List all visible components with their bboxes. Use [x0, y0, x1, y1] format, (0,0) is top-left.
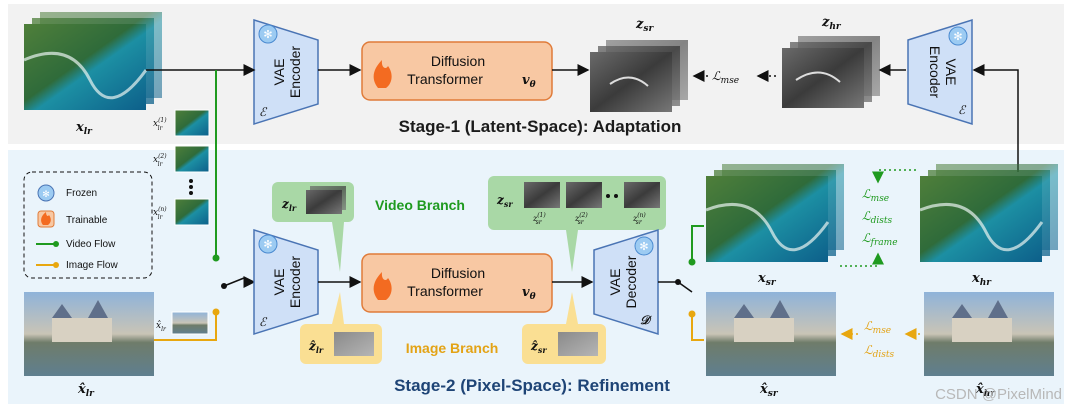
frame-thumbnails [174, 109, 210, 226]
image-branch-title: Image Branch [406, 340, 499, 356]
image-sample-thumb [171, 311, 209, 335]
frame1-label: x(1)lr [153, 117, 167, 132]
svg-text:VAE: VAE [271, 269, 287, 296]
video-output-dot [688, 258, 696, 266]
legend-trainable: Trainable [66, 215, 108, 226]
stage1-vae-encoder: VAE Encoder ℰ [253, 18, 319, 126]
video-branch-title: Video Branch [375, 197, 465, 213]
svg-text:𝒟: 𝒟 [640, 313, 652, 327]
zlr-label: zlr [281, 197, 297, 213]
xhr-label: xhr [971, 271, 992, 288]
video-output-flow [691, 225, 704, 262]
video-flow-dot [212, 254, 220, 262]
stage2-xhat-hr-image [924, 292, 1054, 376]
stage2-vae-decoder: VAE Decoder 𝒟 [593, 228, 659, 336]
video-loss-arrow-top [872, 169, 916, 184]
image-flow-line [154, 312, 217, 341]
legend-frozen: Frozen [66, 188, 97, 199]
stage2-xhr-video [919, 164, 1058, 262]
svg-text:VAE: VAE [943, 59, 959, 86]
svg-text:VAE: VAE [271, 59, 287, 86]
svg-text:Encoder: Encoder [927, 46, 943, 98]
stage1-input-video [23, 12, 162, 110]
arrow-hr-to-right-encoder [972, 64, 1019, 172]
stage2-image-input [24, 292, 154, 376]
snowflake-icon: ✻ [948, 26, 968, 46]
legend-image-flow: Image Flow [66, 260, 118, 271]
stage1-zsr-label: zsr [635, 17, 654, 34]
legend: ✻ Frozen Trainable Video Flow Image Flow [23, 171, 153, 279]
stage2-xsr-video [705, 164, 844, 262]
callout-zhat-lr [300, 292, 382, 364]
svg-text:Diffusion: Diffusion [431, 265, 485, 281]
snowflake-icon: ✻ [258, 234, 278, 254]
stage2-title: Stage-2 (Pixel-Space): Refinement [394, 376, 670, 395]
svg-text:✻: ✻ [953, 31, 962, 43]
stage2-xhat-sr-image [706, 292, 836, 376]
legend-video-flow: Video Flow [66, 239, 116, 250]
frame2-label: x(2)lr [153, 153, 167, 168]
frame-n-label: x(n)lr [153, 206, 167, 221]
zhat-lr-label: ẑlr [308, 339, 324, 355]
svg-text:vθ: vθ [522, 73, 536, 90]
svg-text:✻: ✻ [639, 241, 648, 253]
svg-text:Transformer: Transformer [407, 283, 483, 299]
watermark: CSDN @PixelMind [935, 386, 1062, 403]
callout-zsr [488, 176, 666, 272]
zsr-frame2-label: z(2)sr [574, 212, 588, 226]
svg-text:ℰ: ℰ [259, 315, 268, 329]
image-loss-mse: ℒmse [864, 319, 891, 336]
svg-text:Encoder: Encoder [287, 46, 303, 98]
xhat-hr-label: x̂hr [975, 382, 996, 399]
image-flow-dot [212, 308, 220, 316]
xsr-label: xsr [757, 271, 777, 288]
stage1-loss-mse: ℒmse [712, 69, 739, 86]
xhat-sr-label: x̂sr [759, 382, 779, 399]
zhat-sr-label: ẑsr [530, 339, 547, 355]
stage2-vae-encoder: VAE Encoder ℰ [253, 228, 319, 336]
image-output-dot [688, 310, 696, 318]
zsr-label: zsr [496, 193, 513, 209]
svg-text:vθ: vθ [522, 285, 536, 302]
image-output-flow [691, 314, 704, 341]
image-loss-dists: ℒdists [864, 343, 895, 360]
svg-text:ℰ: ℰ [958, 103, 967, 117]
video-loss-frame: ℒframe [862, 231, 898, 248]
svg-text:Encoder: Encoder [287, 256, 303, 308]
svg-text:✻: ✻ [263, 239, 272, 251]
snowflake-icon: ✻ [258, 24, 278, 44]
svg-text:Transformer: Transformer [407, 71, 483, 87]
stage1-zhr-latent [782, 36, 880, 108]
input-switch [223, 277, 245, 287]
video-loss-mse: ℒmse [862, 187, 889, 204]
stage1-diffusion-transformer: Diffusion Transformer vθ [361, 41, 553, 101]
svg-text:Decoder: Decoder [623, 255, 639, 308]
svg-text:VAE: VAE [607, 269, 623, 296]
stage2-diffusion-transformer: Diffusion Transformer vθ [361, 253, 553, 313]
image-sample-label: x̂lr [156, 320, 167, 333]
callout-zlr [272, 182, 354, 272]
flame-icon [373, 60, 392, 88]
stage1-title: Stage-1 (Latent-Space): Adaptation [399, 117, 682, 136]
svg-text:ℰ: ℰ [259, 105, 268, 119]
output-switch [677, 281, 693, 293]
snowflake-icon: ✻ [634, 236, 654, 256]
stage1-zhr-label: zhr [821, 15, 842, 32]
stage1-right-vae-encoder: VAE Encoder ℰ [907, 18, 973, 126]
flame-icon [373, 272, 392, 300]
zsr-frame-n-label: z(n)sr [632, 212, 646, 226]
callout-zhat-sr [522, 292, 606, 364]
video-loss-dists: ℒdists [862, 209, 893, 226]
stage2-xhat-lr-label: x̂lr [77, 382, 95, 399]
svg-text:✻: ✻ [263, 29, 272, 41]
video-loss-arrow-bottom [840, 252, 884, 267]
zsr-frame1-label: z(1)sr [532, 212, 546, 226]
stage1-zsr-latent [590, 40, 688, 112]
stage1-xlr-label: xlr [75, 120, 93, 137]
frozen-icon [37, 184, 55, 202]
svg-text:✻: ✻ [42, 189, 50, 199]
svg-text:Diffusion: Diffusion [431, 53, 485, 69]
